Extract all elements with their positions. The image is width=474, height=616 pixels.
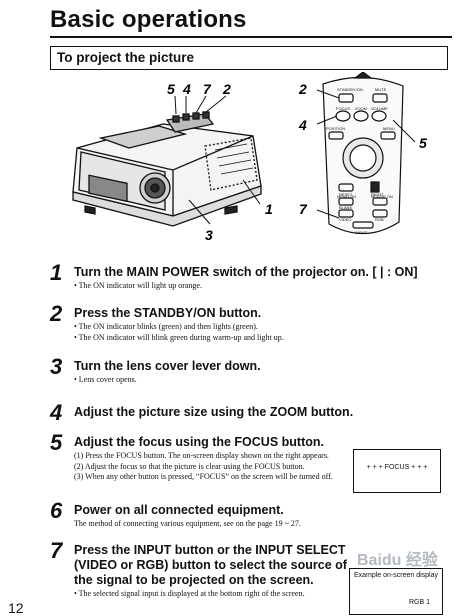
step-detail: • The ON indicator will light up orange.: [74, 281, 202, 290]
remote-label-menu-on: MENU ON: [337, 194, 356, 199]
remote-callout-2: 2: [298, 81, 307, 97]
remote-label-position: POSITION: [326, 126, 345, 131]
page-title: Basic operations: [50, 6, 247, 33]
projector-illustration: 5 4 7 2 1 3: [72, 81, 273, 243]
step-heading: Turn the lens cover lever down.: [74, 359, 261, 373]
section-header: To project the picture: [50, 46, 448, 70]
mute-button: [372, 93, 388, 103]
reset-button: [338, 183, 354, 192]
remote-label-standby: STANDBY/ON: [337, 87, 363, 92]
remote-label-zoom: ZOOM: [355, 106, 367, 111]
step-number: 7: [50, 538, 63, 563]
projector-drawing: [72, 95, 262, 227]
step-detail: • Lens cover opens.: [74, 375, 137, 384]
remote-label-video: VIDEO: [339, 217, 351, 222]
remote-label-right: RIGHT: [371, 192, 384, 197]
remote-callout-5: 5: [419, 135, 427, 151]
focus-display-box: + + + FOCUS + + +: [353, 449, 441, 493]
callout-2: 2: [222, 81, 231, 97]
step-number: 5: [50, 430, 63, 455]
callout-4: 4: [182, 81, 191, 97]
title-rule: [50, 36, 452, 38]
right-button: [370, 181, 380, 193]
remote-label-focus: FOCUS: [336, 106, 350, 111]
remote-label-volume: VOLUME: [371, 106, 388, 111]
step-number: 6: [50, 498, 63, 523]
section-title: To project the picture: [57, 50, 195, 65]
remote-label-input: INPUT: [355, 230, 368, 235]
remote-callout-4: 4: [298, 117, 307, 133]
focus-display-text: + + + FOCUS + + +: [366, 464, 428, 471]
volume-button: [371, 110, 387, 122]
example-display-caption: Example on-screen display: [353, 572, 439, 579]
remote-label-mute: MUTE: [375, 87, 387, 92]
zoom-button: [353, 110, 369, 122]
step-detail: • The ON indicator will blink green duri…: [74, 332, 284, 342]
step-heading: Press the INPUT button or the INPUT SELE…: [74, 543, 347, 587]
step-detail: (3) When any other button is pressed, “F…: [74, 472, 333, 481]
callout-7: 7: [203, 81, 212, 97]
callout-3: 3: [205, 227, 213, 243]
remote-drawing: [316, 72, 416, 235]
step-heading: Adjust the focus using the FOCUS button.: [74, 435, 324, 449]
input-button: [352, 221, 374, 229]
remote-label-blank: BLANK: [339, 205, 352, 210]
warning-icon: [353, 72, 373, 79]
step-number: 3: [50, 354, 63, 379]
example-display-value: RGB 1: [408, 599, 430, 606]
callout-5: 5: [167, 81, 175, 97]
remote-label-menu: MENU: [383, 126, 395, 131]
step-heading: Turn the MAIN POWER switch of the projec…: [74, 265, 418, 279]
step-number: 2: [50, 301, 63, 326]
step-detail: (2) Adjust the focus so that the picture…: [74, 461, 305, 471]
step-heading: Power on all connected equipment.: [74, 503, 284, 517]
remote-label-reset: RESET: [339, 192, 353, 197]
step-number: 4: [50, 400, 63, 425]
example-display-box: Example on-screen display RGB 1: [349, 568, 443, 615]
remote-label-rgb: RGB: [375, 217, 384, 222]
remote-callout-7: 7: [299, 201, 308, 217]
watermark: Baidu 经验: [357, 552, 438, 569]
step-number: 1: [50, 260, 63, 285]
remote-illustration: STANDBY/ON MUTE FOCUS ZOOM VOLUME POSITI…: [298, 72, 427, 235]
page-number: 12: [8, 600, 24, 616]
step-detail: • The selected signal input is displayed…: [74, 589, 305, 598]
step-detail: • The ON indicator blinks (green) and th…: [74, 322, 258, 331]
callout-1: 1: [265, 201, 273, 217]
remote-label-mouse-on: MOUSE ON: [371, 194, 393, 199]
step-heading: Adjust the picture size using the ZOOM b…: [74, 405, 354, 419]
step-detail: (1) Press the FOCUS button. The on-scree…: [74, 451, 329, 460]
step-detail: The method of connecting various equipme…: [74, 519, 301, 528]
step-heading: Press the STANDBY/ON button.: [74, 306, 262, 320]
